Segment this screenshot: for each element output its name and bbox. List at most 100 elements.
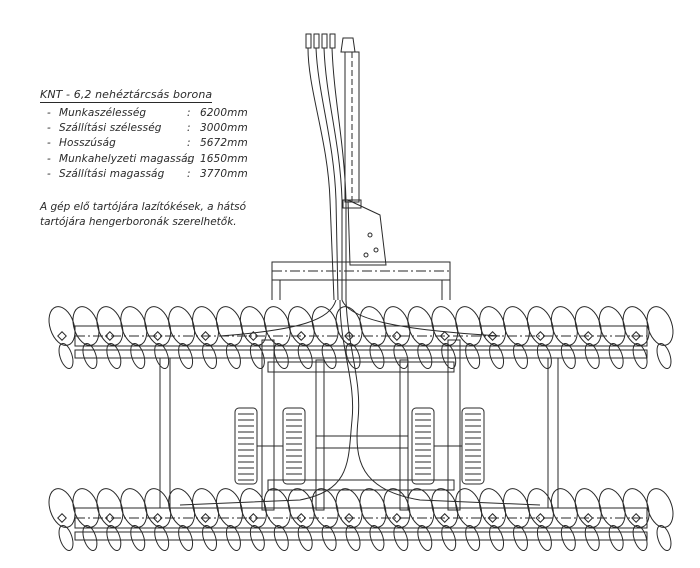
- disc-blade-lower: [608, 524, 624, 552]
- spec-value: 3000mm: [200, 122, 248, 135]
- spec-colon: :: [187, 167, 191, 180]
- disc-blade-lower: [513, 342, 528, 370]
- spec-value: 3770mm: [200, 167, 248, 180]
- spec-value: 1650mm: [200, 152, 248, 165]
- disc-bearing: [248, 331, 259, 341]
- disc-bearing: [439, 513, 450, 523]
- spec-row: - Szállítási szélesség : 3000mm: [40, 121, 248, 136]
- disc-blade: [48, 488, 76, 528]
- disc-bearing: [487, 331, 498, 341]
- disc-bearing: [57, 513, 67, 523]
- spec-label: Hosszúság: [59, 137, 116, 150]
- disc-blade-lower: [82, 524, 98, 552]
- spec-value: 5672mm: [200, 137, 248, 150]
- disc-bearing: [248, 513, 259, 523]
- disc-blade-lower: [178, 524, 194, 552]
- disc-blade-lower: [154, 524, 170, 552]
- rear-discs: [48, 488, 674, 552]
- disc-blade-lower: [584, 524, 600, 552]
- disc-blade-lower: [106, 524, 122, 552]
- front-discs: [48, 306, 674, 370]
- disc-bearing: [631, 331, 642, 341]
- spec-row: - Szállítási magasság : 3770mm: [40, 167, 248, 182]
- disc-blade-lower: [154, 342, 170, 370]
- disc-blade-lower: [656, 342, 672, 370]
- disc-bearing: [200, 331, 211, 341]
- disc-blade-lower: [273, 342, 289, 370]
- transport-wheels: [234, 407, 485, 485]
- spec-row: - Munkaszélesség : 6200mm: [40, 106, 248, 121]
- disc-blade-lower: [202, 524, 217, 552]
- disc-blade-lower: [130, 524, 146, 552]
- spec-label: Szállítási magasság: [59, 167, 165, 180]
- disc-blade-lower: [584, 342, 600, 370]
- spec-dash: -: [47, 167, 51, 180]
- disc-bearing: [57, 331, 67, 341]
- spec-colon: :: [187, 107, 191, 119]
- disc-bearing: [344, 331, 354, 341]
- disc-bearing: [344, 513, 354, 523]
- disc-bearing: [200, 513, 211, 523]
- spec-colon: :: [187, 137, 191, 150]
- disc-blade-lower: [465, 342, 481, 370]
- disc-blade-lower: [345, 342, 361, 370]
- disc-blade-lower: [225, 342, 241, 370]
- disc-bearing: [487, 513, 498, 523]
- disc-blade-lower: [249, 342, 265, 370]
- disc-bearing: [391, 513, 402, 523]
- disc-blade-lower: [58, 524, 74, 552]
- disc-bearing: [583, 331, 594, 341]
- disc-bearing: [104, 331, 115, 341]
- spec-label: Munkaszélesség: [59, 107, 147, 119]
- spec-dash: -: [47, 137, 51, 150]
- disc-blade-lower: [369, 524, 385, 552]
- disc-blade-lower: [560, 524, 576, 552]
- disc-blade-lower: [560, 342, 576, 370]
- disc-blade-lower: [297, 524, 313, 552]
- disc-blade-lower: [513, 524, 528, 552]
- spec-label: Szállítási szélesség: [59, 122, 162, 135]
- drawbar-hoses: [305, 33, 387, 301]
- spec-colon: :: [187, 152, 191, 165]
- disc-bearing: [535, 513, 546, 523]
- disc-bearing: [439, 331, 450, 341]
- disc-blade-lower: [202, 342, 217, 370]
- disc-blade-lower: [178, 342, 194, 370]
- disc-blade: [48, 306, 76, 346]
- disc-blade-lower: [369, 342, 385, 370]
- spec-value: 6200mm: [200, 107, 248, 119]
- disc-bearing: [535, 331, 546, 341]
- disc-blade-lower: [489, 524, 505, 552]
- note-line-1: A gép elő tartójára lazítókések, a hátsó: [40, 201, 247, 213]
- disc-bearing: [296, 331, 307, 341]
- disc-blade-lower: [536, 524, 552, 552]
- disc-blade-lower: [297, 342, 313, 370]
- disc-blade-lower: [489, 342, 505, 370]
- spec-colon: :: [187, 122, 191, 135]
- spec-label: Munkahelyzeti magasság: [59, 152, 195, 165]
- disc-blade: [646, 488, 674, 528]
- disc-bearing: [152, 331, 163, 341]
- disc-blade-lower: [417, 524, 433, 552]
- disc-blade-lower: [82, 342, 98, 370]
- disc-bearing: [296, 513, 307, 523]
- disc-blade-lower: [393, 524, 409, 552]
- disc-blade-lower: [608, 342, 624, 370]
- disc-blade-lower: [417, 342, 433, 370]
- disc-blade-lower: [465, 524, 481, 552]
- disc-bearing: [583, 513, 594, 523]
- spec-row: - Hosszúság : 5672mm: [40, 136, 248, 151]
- disc-blade-lower: [249, 524, 265, 552]
- spec-dash: -: [47, 107, 51, 119]
- cross-bracing: [267, 361, 455, 491]
- disc-blade-lower: [441, 524, 457, 552]
- disc-bearing: [391, 331, 402, 341]
- disc-blade-lower: [273, 524, 289, 552]
- disc-bearing: [631, 513, 642, 523]
- disc-blade-lower: [393, 342, 409, 370]
- spec-dash: -: [47, 152, 51, 165]
- disc-blade-lower: [632, 524, 648, 552]
- spec-block: KNT - 6,2 nehéztárcsás borona - Munkaszé…: [40, 88, 248, 182]
- disc-blade-lower: [130, 342, 146, 370]
